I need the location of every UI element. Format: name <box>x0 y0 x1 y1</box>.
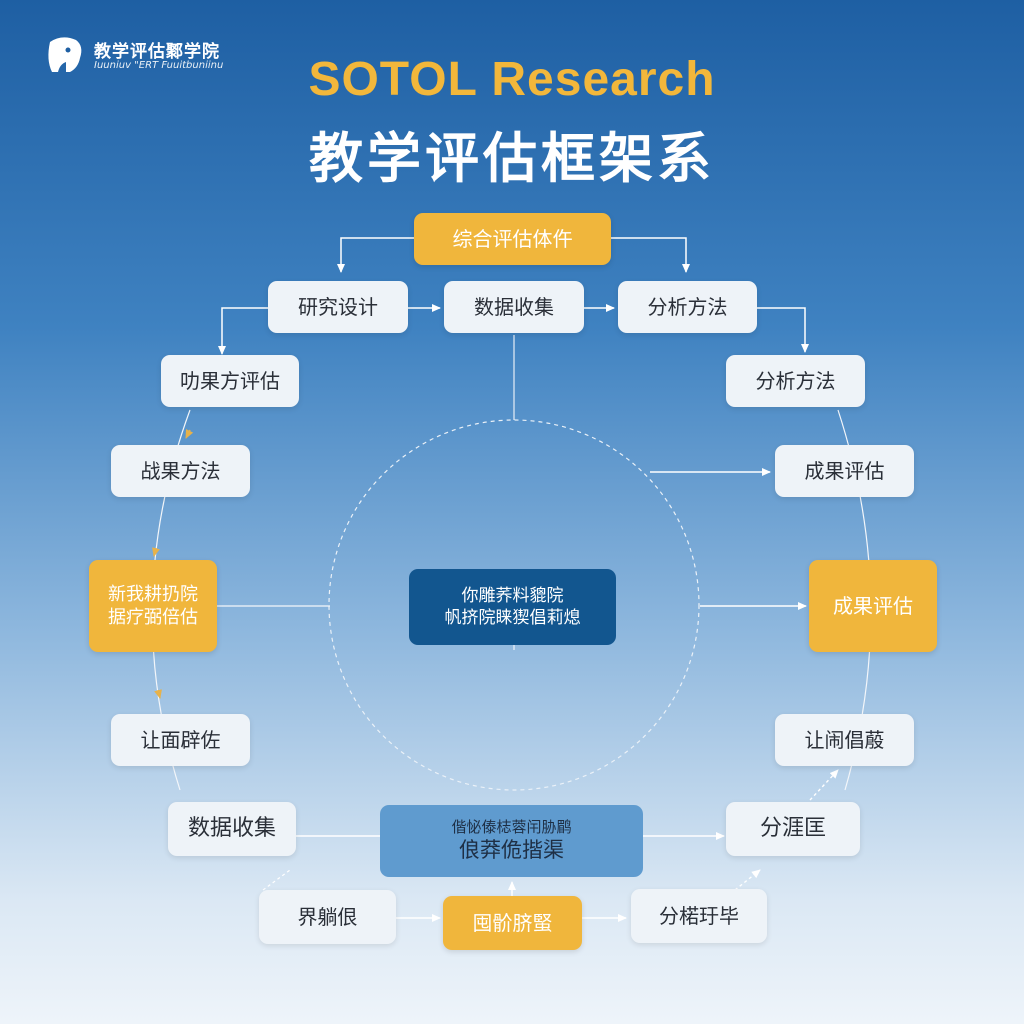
right-dashed-a <box>734 869 761 891</box>
node-bottom-mid[interactable]: 囤骱脐蜸 <box>443 896 582 950</box>
connector-top-right <box>611 237 690 273</box>
right-dashed-b <box>809 769 839 801</box>
left-dashed-a <box>262 869 291 891</box>
node-left-5[interactable]: 数据收集 <box>168 802 296 856</box>
node-right-3[interactable]: 成果评估 <box>809 560 937 652</box>
node-right-5-label: 分涯匡 <box>759 815 826 841</box>
logo: 教学评估鄹学院 Iuuniuv "ERT Fuuitbuniinu <box>44 34 244 78</box>
node-right-3-label: 成果评估 <box>833 594 913 618</box>
node-right-5[interactable]: 分涯匡 <box>726 802 860 856</box>
connector-right-down <box>757 307 809 353</box>
left-arrow-a <box>185 429 194 439</box>
elephant-logo-icon <box>48 37 82 72</box>
node-bottom-center[interactable]: 偕怭傣梽蓉闬胁鹛 俍莽佹揩渠 <box>380 805 643 877</box>
node-top[interactable]: 综合评估体仵 <box>414 213 611 265</box>
node-center-line2: 帆挤院睐猰倡莉熄 <box>444 608 581 628</box>
node-row1-center[interactable]: 数据收集 <box>444 281 584 333</box>
left-arrow-b <box>152 547 160 557</box>
node-bottom-right-label: 分楉玗毕 <box>659 904 739 928</box>
node-left-2-label: 战果方法 <box>140 459 221 483</box>
node-row1-left[interactable]: 研究设计 <box>268 281 408 333</box>
center-dashed-circle <box>328 419 700 791</box>
node-right-2-label: 成果评估 <box>804 459 885 483</box>
node-bottom-center-line2: 俍莽佹揩渠 <box>459 838 564 863</box>
node-left-2[interactable]: 战果方法 <box>111 445 250 497</box>
connector-left-down <box>218 307 268 355</box>
node-row1-right[interactable]: 分析方法 <box>618 281 757 333</box>
page-title: SOTOL Research <box>308 53 716 106</box>
node-bottom-center-line1: 偕怭傣梽蓉闬胁鹛 <box>451 817 572 836</box>
node-left-1[interactable]: 叻果方评估 <box>161 355 299 407</box>
node-row1-center-label: 数据收集 <box>474 295 554 319</box>
node-right-4[interactable]: 让闹倡蒑 <box>775 714 914 766</box>
node-bottom-right[interactable]: 分楉玗毕 <box>631 889 767 943</box>
node-left-1-label: 叻果方评估 <box>180 369 280 393</box>
node-right-4-label: 让闹倡蒑 <box>804 728 885 752</box>
node-top-label: 综合评估体仵 <box>452 227 573 251</box>
node-bottom-left-label: 界躺佷 <box>297 905 358 929</box>
node-bottom-mid-label: 囤骱脐蜸 <box>472 911 553 935</box>
connector-top-left <box>337 237 414 273</box>
logo-name: 教学评估鄹学院 <box>94 42 220 62</box>
logo-subtitle: Iuuniuv "ERT Fuuitbuniinu <box>94 60 224 71</box>
left-arrow-c <box>154 689 162 699</box>
node-bottom-left[interactable]: 界躺佷 <box>259 890 396 944</box>
node-left-3[interactable]: 新我耕扔院 据疗弼倍估 <box>89 560 217 652</box>
node-left-3-line2: 据疗弼倍估 <box>108 607 198 628</box>
node-center[interactable]: 你雕荞料貔院 帆挤院睐猰倡莉熄 <box>409 569 616 645</box>
node-left-4[interactable]: 让面辟佐 <box>111 714 250 766</box>
node-row1-left-label: 研究设计 <box>298 295 378 319</box>
node-left-3-line1: 新我耕扔院 <box>108 583 198 605</box>
node-left-4-label: 让面辟佐 <box>140 728 221 752</box>
node-left-5-label: 数据收集 <box>187 815 276 841</box>
node-right-2[interactable]: 成果评估 <box>775 445 914 497</box>
node-right-1[interactable]: 分析方法 <box>726 355 865 407</box>
node-row1-right-label: 分析方法 <box>647 295 728 319</box>
node-right-1-label: 分析方法 <box>755 369 836 393</box>
node-center-line1: 你雕荞料貔院 <box>461 585 564 606</box>
page-subtitle: 教学评估框架系 <box>309 127 715 190</box>
